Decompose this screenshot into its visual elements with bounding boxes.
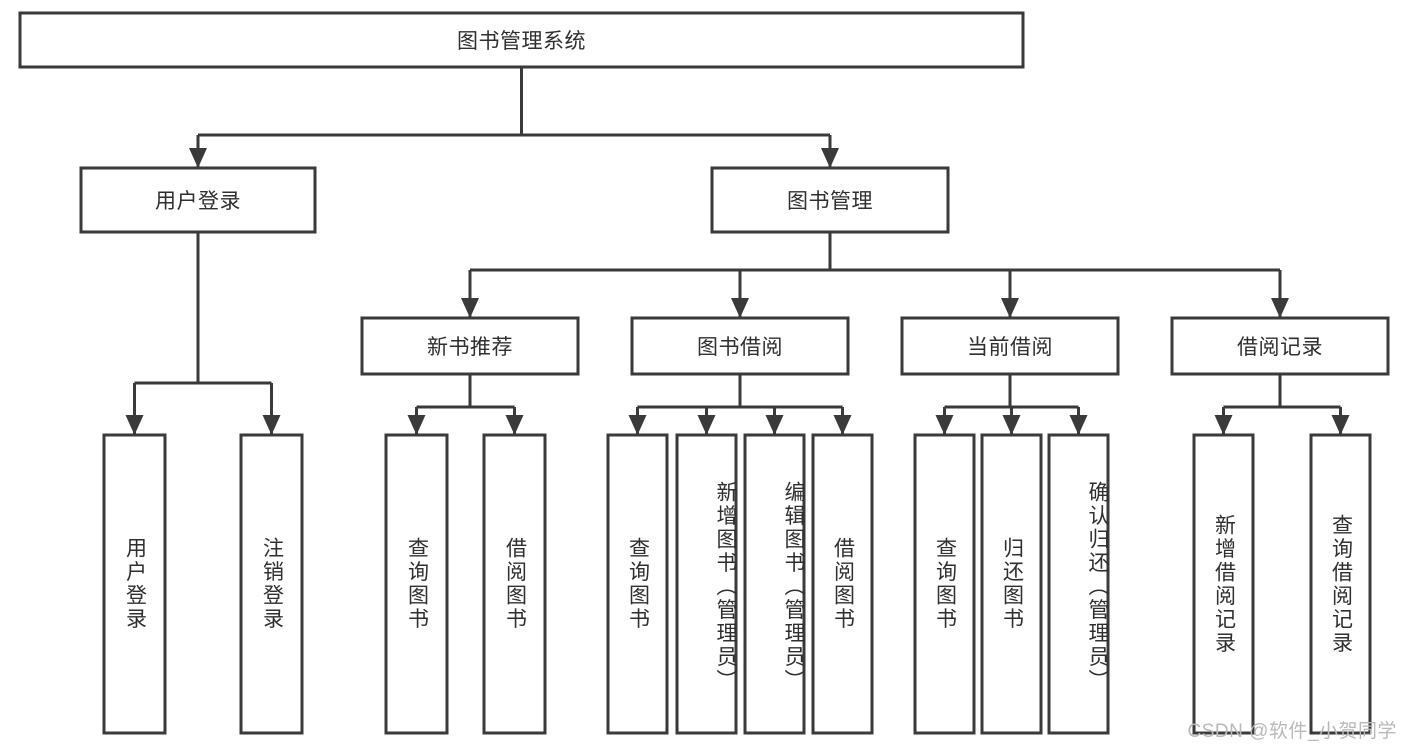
arrow-head-icon [125,415,144,435]
arrow-head-icon [1002,415,1021,435]
node-box-leaf-user-login[interactable] [102,433,167,735]
node-boxes [18,11,1390,735]
arrow-head-icon [697,415,716,435]
arrow-head-icon [628,415,647,435]
arrow-head-icon [1271,298,1289,318]
node-box-new-book-rec[interactable] [360,316,580,376]
arrow-head-icon [189,148,207,168]
node-box-borrow-record[interactable] [1170,316,1390,376]
node-box-user-login[interactable] [79,166,317,234]
connector-lines [125,67,1350,435]
node-box-leaf-add-record[interactable] [1192,433,1255,735]
node-box-root[interactable] [18,11,1025,69]
arrow-head-icon [765,415,784,435]
arrow-head-icon [935,415,954,435]
arrow-head-icon [821,148,839,168]
arrow-head-icon [1214,415,1233,435]
node-box-current-borrow[interactable] [900,316,1120,376]
node-box-leaf-edit-book[interactable] [743,433,806,735]
node-box-leaf-add-book[interactable] [675,433,738,735]
arrow-head-icon [1331,415,1350,435]
arrow-head-icon [1001,298,1019,318]
arrow-head-icon [505,415,524,435]
node-box-leaf-borrow-book-1[interactable] [482,433,547,735]
arrow-head-icon [461,298,479,318]
arrow-head-icon [262,415,281,435]
node-box-leaf-query-book-2[interactable] [606,433,669,735]
node-box-book-borrow[interactable] [630,316,850,376]
node-box-leaf-query-book-1[interactable] [384,433,449,735]
node-box-leaf-logout[interactable] [239,433,304,735]
node-box-leaf-return-book[interactable] [980,433,1043,735]
arrow-head-icon [731,298,749,318]
node-box-leaf-borrow-book-2[interactable] [811,433,874,735]
node-box-book-manage[interactable] [710,166,950,234]
arrow-head-icon [407,415,426,435]
arrow-head-icon [1069,415,1088,435]
node-box-leaf-confirm-return[interactable] [1047,433,1110,735]
node-box-leaf-query-record[interactable] [1309,433,1372,735]
arrow-head-icon [833,415,852,435]
node-box-leaf-query-book-3[interactable] [913,433,976,735]
